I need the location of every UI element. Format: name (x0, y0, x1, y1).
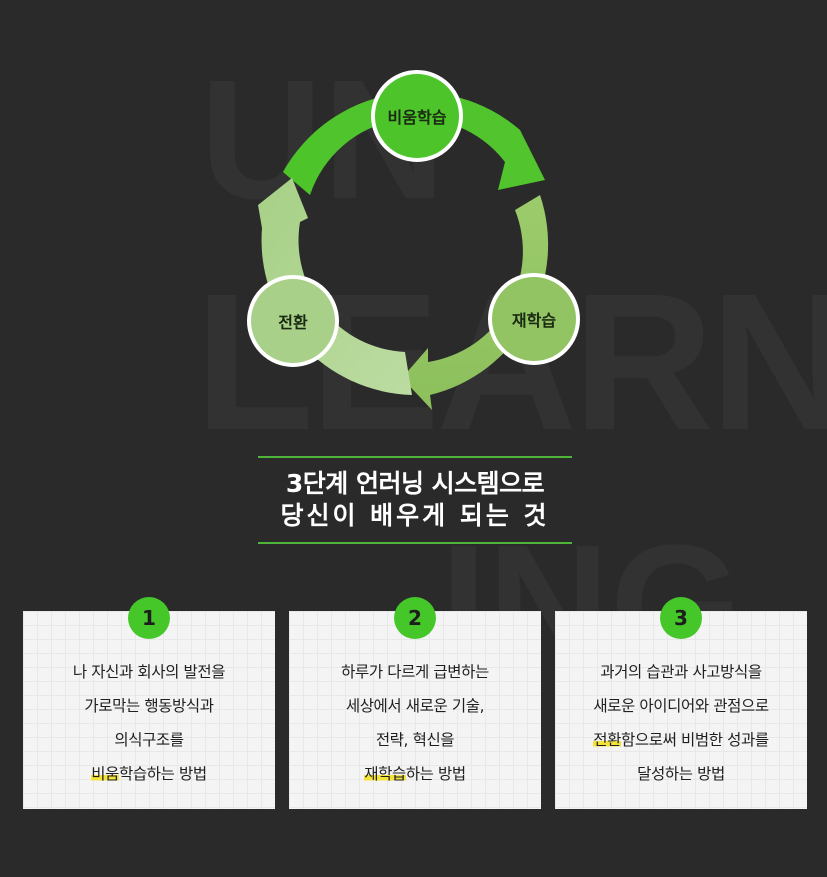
headline-bottom-rule (258, 542, 572, 544)
card-3-line-3: 전환함으로써 비범한 성과를 (555, 723, 807, 757)
card-1-highlight: 비움 (91, 765, 120, 783)
step-badge-3: 3 (660, 597, 702, 639)
card-1-line-1: 나 자신과 회사의 발전을 (72, 663, 226, 681)
unlearning-cycle-diagram: 비움학습 재학습 전환 (247, 70, 580, 410)
card-3-line-4: 달성하는 방법 (637, 765, 725, 783)
card-step-2: 2 하루가 다르게 급변하는 세상에서 새로운 기술, 전략, 혁신을 재학습하… (289, 597, 541, 809)
card-1-line-3: 의식구조를 (114, 731, 184, 749)
card-1-line-4: 비움학습하는 방법 (23, 757, 275, 791)
headline-block: 3단계 언러닝 시스템으로 당신이 배우게 되는 것 (258, 456, 572, 544)
card-3-highlight: 전환 (593, 731, 622, 749)
headline-line-1: 3단계 언러닝 시스템으로 (285, 469, 545, 498)
card-1-text: 나 자신과 회사의 발전을 가로막는 행동방식과 의식구조를 비움학습하는 방법 (23, 655, 275, 791)
headline-line-2: 당신이 배우게 되는 것 (280, 501, 550, 530)
card-2-line-1: 하루가 다르게 급변하는 (341, 663, 489, 681)
node-unlearning: 비움학습 (371, 70, 463, 162)
cycle-arrows (258, 92, 549, 410)
node-transformation-label: 전환 (278, 313, 308, 332)
card-2-highlight: 재학습 (364, 765, 406, 783)
headline-top-rule (258, 456, 572, 458)
card-2-text: 하루가 다르게 급변하는 세상에서 새로운 기술, 전략, 혁신을 재학습하는 … (289, 655, 541, 791)
card-2-line-3: 전략, 혁신을 (375, 731, 455, 749)
step-badge-1: 1 (128, 597, 170, 639)
card-2-line-4: 재학습하는 방법 (289, 757, 541, 791)
card-step-1: 1 나 자신과 회사의 발전을 가로막는 행동방식과 의식구조를 비움학습하는 … (23, 597, 275, 809)
node-unlearning-label: 비움학습 (387, 108, 447, 127)
card-1-line-4-rest: 학습하는 방법 (119, 765, 207, 783)
arrow-unlearn-to-relearn (283, 92, 545, 195)
node-transformation: 전환 (247, 275, 339, 367)
arrow-transform-to-unlearn (258, 178, 412, 395)
card-2-line-4-rest: 하는 방법 (405, 765, 466, 783)
card-3-line-1: 과거의 습관과 사고방식을 (600, 663, 762, 681)
node-relearning-label: 재학습 (511, 311, 557, 330)
headline-text: 3단계 언러닝 시스템으로 당신이 배우게 되는 것 (258, 468, 572, 532)
card-3-line-2: 새로운 아이디어와 관점으로 (593, 697, 769, 715)
card-3-line-3-rest: 함으로써 비범한 성과를 (621, 731, 769, 749)
card-3-text: 과거의 습관과 사고방식을 새로운 아이디어와 관점으로 전환함으로써 비범한 … (555, 655, 807, 791)
card-2-line-2: 세상에서 새로운 기술, (345, 697, 485, 715)
node-relearning: 재학습 (488, 273, 580, 365)
step-badge-2: 2 (394, 597, 436, 639)
card-step-3: 3 과거의 습관과 사고방식을 새로운 아이디어와 관점으로 전환함으로써 비범… (555, 597, 807, 809)
card-1-line-2: 가로막는 행동방식과 (84, 697, 214, 715)
